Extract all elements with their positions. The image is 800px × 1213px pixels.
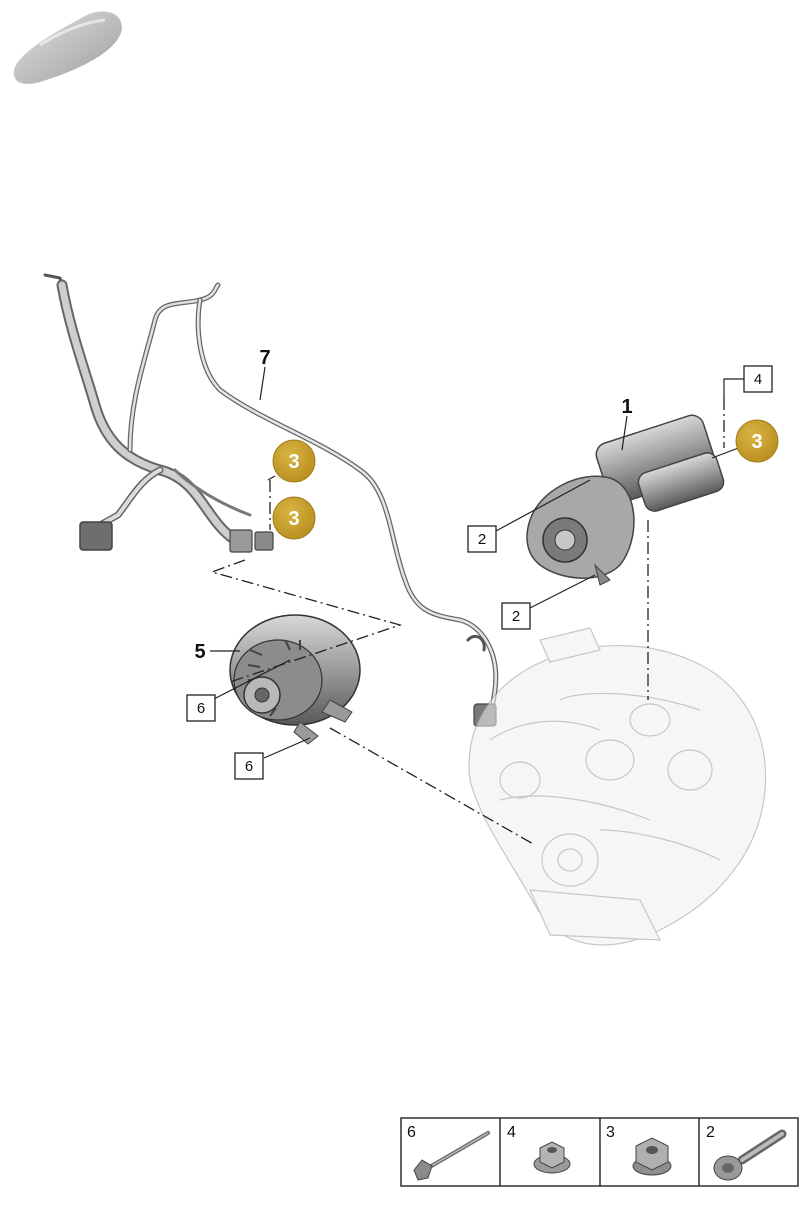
legend-number: 4 bbox=[507, 1124, 516, 1141]
wiring-harness bbox=[43, 273, 499, 727]
parts-legend: 6 4 3 2 bbox=[400, 1117, 799, 1187]
callout-box-6-lower[interactable]: 6 bbox=[234, 752, 264, 780]
alternator bbox=[229, 614, 361, 745]
legend-cell-3[interactable]: 3 bbox=[606, 1124, 672, 1176]
callout-box-label: 4 bbox=[754, 371, 762, 388]
legend-number: 2 bbox=[706, 1124, 715, 1141]
long-bolt-icon bbox=[413, 1131, 490, 1181]
hex-nut-icon bbox=[632, 1137, 672, 1176]
callout-box-4[interactable]: 4 bbox=[743, 365, 773, 393]
highlight-callout-label: 3 bbox=[751, 431, 762, 453]
callout-5[interactable]: 5 bbox=[194, 641, 205, 663]
callout-7[interactable]: 7 bbox=[259, 347, 270, 369]
legend-number: 6 bbox=[407, 1124, 416, 1141]
flange-nut-icon bbox=[533, 1141, 571, 1174]
callout-box-label: 6 bbox=[245, 758, 253, 775]
callout-box-2-lower[interactable]: 2 bbox=[501, 602, 531, 630]
legend-cell-2[interactable]: 2 bbox=[706, 1124, 787, 1181]
highlight-callout-3-lower[interactable]: 3 bbox=[272, 496, 316, 540]
callout-1[interactable]: 1 bbox=[621, 396, 632, 418]
assembly-lines bbox=[209, 398, 725, 846]
legend-cell-6[interactable]: 6 bbox=[407, 1124, 490, 1181]
highlight-callout-label: 3 bbox=[288, 508, 299, 530]
callout-box-6-upper[interactable]: 6 bbox=[186, 694, 216, 722]
leader-lines bbox=[210, 366, 744, 759]
callout-box-label: 2 bbox=[478, 531, 486, 548]
callout-box-label: 2 bbox=[512, 608, 520, 625]
highlight-callout-3-right[interactable]: 3 bbox=[735, 419, 779, 463]
legend-number: 3 bbox=[606, 1124, 615, 1141]
callout-box-label: 6 bbox=[197, 700, 205, 717]
highlight-callout-label: 3 bbox=[288, 451, 299, 473]
callout-box-2-upper[interactable]: 2 bbox=[467, 525, 497, 553]
starter-motor bbox=[526, 414, 725, 586]
legend-cell-4[interactable]: 4 bbox=[507, 1124, 571, 1174]
engine-block bbox=[468, 627, 767, 946]
splined-bolt-icon bbox=[713, 1129, 787, 1181]
car-silhouette-icon bbox=[13, 11, 122, 84]
highlight-callout-3-upper[interactable]: 3 bbox=[272, 439, 316, 483]
